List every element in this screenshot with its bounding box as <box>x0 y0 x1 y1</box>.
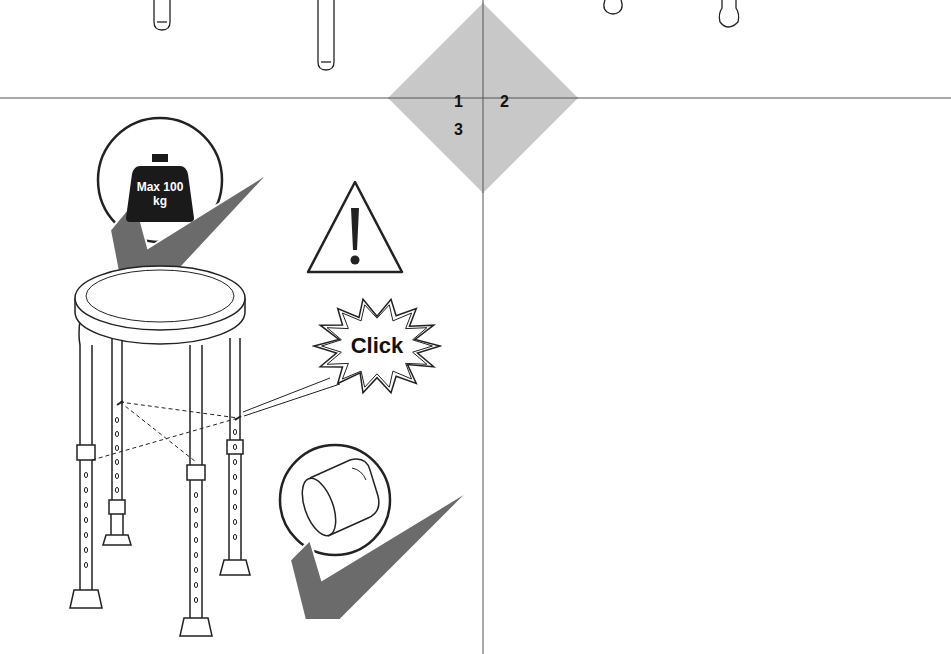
weight-limit: Max 100 kg <box>133 180 187 208</box>
leader-line <box>243 378 340 416</box>
adjustment-hole <box>233 444 236 449</box>
pin-detail <box>280 445 390 555</box>
adjustment-hole <box>84 502 87 507</box>
adjustment-hole <box>233 489 236 494</box>
click-text: Click <box>351 333 404 359</box>
leg-fragments <box>154 0 739 70</box>
step-number: 1 <box>454 93 463 111</box>
check-mark <box>290 490 470 620</box>
step-number: 3 <box>454 121 463 139</box>
locking-pin <box>296 459 379 540</box>
adjustment-hole <box>84 532 87 537</box>
adjustment-hole <box>194 567 197 572</box>
adjustment-hole <box>194 507 197 512</box>
adjustment-holes <box>84 417 236 602</box>
adjustment-hole <box>84 517 87 522</box>
adjustment-hole <box>115 487 118 492</box>
adjustment-hole <box>115 445 118 450</box>
adjustment-hole <box>84 472 87 477</box>
adjustment-hole <box>194 582 197 587</box>
warning-symbol <box>308 182 402 272</box>
adjustment-hole <box>115 431 118 436</box>
adjustment-hole <box>194 522 197 527</box>
panel-divider <box>483 0 484 654</box>
step-diamond <box>388 3 578 193</box>
shower-stool <box>70 266 250 636</box>
adjustment-hole <box>84 547 87 552</box>
adjustment-hole <box>233 459 236 464</box>
locking-pins <box>92 401 241 462</box>
adjustment-hole <box>115 473 118 478</box>
adjustment-hole <box>233 519 236 524</box>
panel-divider <box>0 98 951 99</box>
adjustment-hole <box>233 429 236 434</box>
adjustment-hole <box>194 552 197 557</box>
click-burst: Click <box>312 296 442 396</box>
step-number: 2 <box>500 93 509 111</box>
adjustment-hole <box>233 474 236 479</box>
adjustment-hole <box>84 487 87 492</box>
panel-divider <box>483 3 484 193</box>
adjustment-hole <box>84 562 87 567</box>
adjustment-hole <box>194 597 197 602</box>
adjustment-hole <box>194 537 197 542</box>
adjustment-hole <box>115 459 118 464</box>
adjustment-hole <box>233 534 236 539</box>
adjustment-hole <box>115 417 118 422</box>
adjustment-hole <box>194 492 197 497</box>
adjustment-hole <box>233 504 236 509</box>
weight-icon: Max 100 kg <box>126 150 194 222</box>
